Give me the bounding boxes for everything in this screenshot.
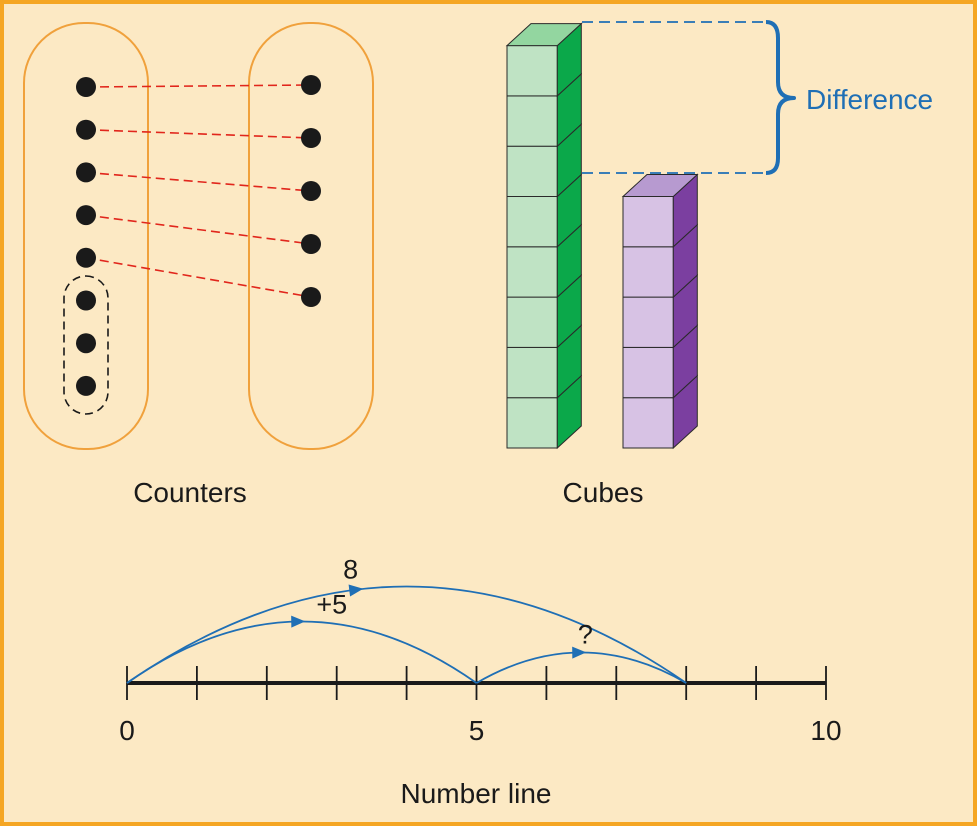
counter-dot: [301, 181, 321, 201]
green-cube-front: [506, 397, 558, 449]
arc-label: 8: [343, 555, 358, 585]
cubes-label: Cubes: [563, 477, 644, 508]
number-line-tick-labels: 0 5 10: [119, 715, 841, 746]
counter-dot: [76, 205, 96, 226]
number-line-arc: [126, 585, 687, 684]
number-line-label: Number line: [401, 778, 552, 809]
counters-label: Counters: [133, 477, 247, 508]
difference-brace-icon: [765, 20, 796, 175]
match-lines: [85, 84, 312, 298]
green-cube-stack: [505, 22, 583, 450]
counters-group: Counters: [23, 22, 374, 508]
number-line-arcs: 8 +5?: [126, 555, 687, 684]
counter-dot: [76, 247, 96, 268]
purple-cube-top: [621, 174, 699, 197]
arc-label: ?: [578, 620, 593, 650]
tick-label: 10: [810, 715, 841, 746]
purple-cube-front: [622, 346, 674, 399]
green-cube-front: [506, 196, 558, 248]
counter-dot: [76, 333, 96, 354]
counter-dot: [301, 75, 321, 95]
match-line: [85, 171, 312, 192]
right-counter-dots: [301, 75, 321, 307]
purple-cube-front: [622, 246, 674, 298]
counters-left-oval: [23, 22, 149, 450]
green-cube-front: [506, 45, 558, 97]
purple-cube-front: [622, 397, 674, 449]
counter-dot: [76, 162, 96, 183]
green-cube-front: [506, 346, 558, 399]
counter-dot: [76, 375, 96, 396]
arc-arrowhead-icon: [348, 584, 364, 597]
counter-dot: [301, 234, 321, 254]
green-cube-front: [506, 145, 558, 197]
cubes-group: Difference Cubes: [505, 20, 933, 508]
counter-dot: [301, 128, 321, 148]
difference-label: Difference: [806, 84, 933, 115]
tick-label: 0: [119, 715, 135, 746]
arc-arrowhead-icon: [572, 646, 587, 659]
purple-cube-front: [622, 296, 674, 348]
green-cube-front: [506, 95, 558, 147]
tick-label: 5: [469, 715, 485, 746]
counter-dot: [301, 287, 321, 307]
left-counter-dots: [76, 77, 96, 396]
counters-right-oval: [248, 22, 374, 450]
match-line: [85, 214, 312, 245]
unmatched-counters-group: [63, 275, 109, 415]
counter-dot: [76, 77, 96, 97]
arc-arrowhead-icon: [291, 615, 306, 628]
purple-cube-stack: [621, 173, 699, 450]
green-cube-front: [506, 246, 558, 298]
counter-dot: [76, 119, 96, 140]
green-cube-front: [506, 296, 558, 348]
purple-cube-front: [622, 196, 674, 248]
match-line: [85, 257, 312, 298]
green-cube-top: [505, 23, 583, 47]
arc-label: +5: [316, 590, 347, 620]
match-line: [85, 128, 312, 139]
number-line-group: 0 5 10 8 +5? Number line: [119, 555, 841, 810]
match-line: [85, 84, 312, 88]
counter-dot: [76, 290, 96, 311]
